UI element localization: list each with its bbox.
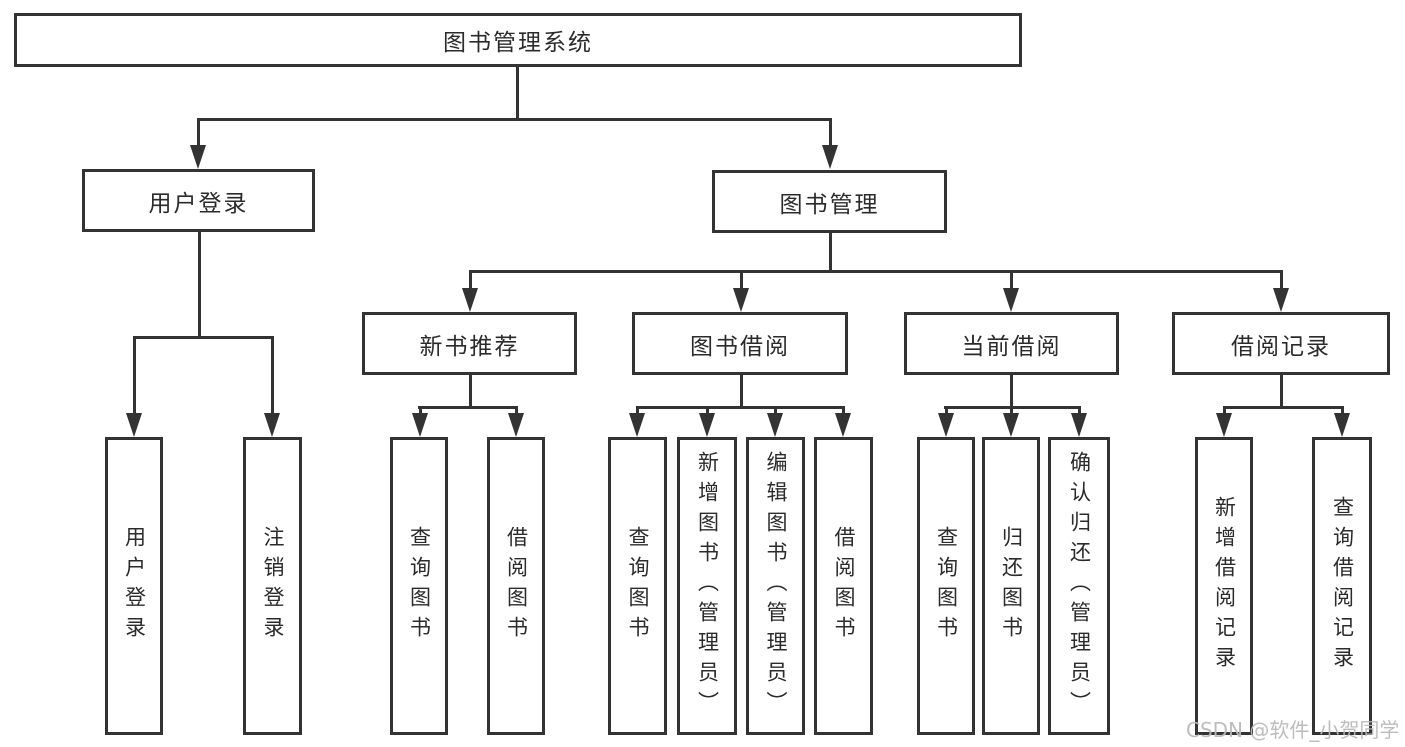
node-book-management-label: 图书管理: [779, 191, 880, 218]
arrowhead-down-icon: [767, 413, 783, 437]
leaf-borrowing-add-books-admin-label: 新增图书（管理员）: [695, 451, 720, 721]
node-new-book-recommend-label: 新书推荐: [419, 333, 520, 360]
arrowhead-down-icon: [190, 145, 206, 169]
arrowhead-down-icon: [126, 413, 142, 437]
connector-vline: [469, 270, 472, 288]
connector-vline: [706, 406, 709, 413]
node-book-management: 图书管理: [712, 170, 947, 233]
leaf-borrowing-edit-books-admin: 编辑图书（管理员）: [746, 437, 805, 735]
node-book-borrowing-label: 图书借阅: [690, 333, 790, 360]
leaf-newbook-borrow-books: 借阅图书: [487, 437, 545, 735]
connector-vline: [740, 375, 743, 408]
connector-vline: [636, 406, 639, 413]
connector-vline: [516, 67, 519, 120]
connector-vline: [774, 406, 777, 413]
connector-vline: [829, 233, 832, 272]
connector-hline: [469, 270, 1283, 273]
connector-hline: [636, 406, 845, 409]
connector-vline: [842, 406, 845, 413]
arrowhead-down-icon: [1273, 288, 1289, 312]
connector-vline: [1223, 406, 1226, 413]
leaf-borrowing-query-books: 查询图书: [608, 437, 667, 735]
arrowhead-down-icon: [629, 413, 645, 437]
connector-vline: [271, 336, 274, 413]
node-library-system-label: 图书管理系统: [443, 30, 593, 56]
node-user-login-group-label: 用户登录: [148, 190, 249, 217]
arrowhead-down-icon: [1071, 413, 1087, 437]
leaf-user-login-label: 用户登录: [122, 526, 147, 646]
leaf-records-add-record-label: 新增借阅记录: [1212, 496, 1237, 676]
connector-vline: [740, 270, 743, 288]
connector-vline: [1078, 406, 1081, 413]
leaf-records-query-record: 查询借阅记录: [1312, 437, 1372, 735]
arrowhead-down-icon: [508, 413, 524, 437]
arrowhead-down-icon: [822, 145, 838, 169]
leaf-current-query-books-label: 查询图书: [934, 526, 959, 646]
arrowhead-down-icon: [938, 413, 954, 437]
node-borrowing-records-label: 借阅记录: [1231, 333, 1331, 360]
leaf-borrowing-borrow-books-label: 借阅图书: [832, 526, 856, 646]
connector-vline: [1010, 375, 1013, 408]
leaf-newbook-borrow-books-label: 借阅图书: [504, 526, 529, 646]
connector-vline: [419, 406, 422, 413]
connector-vline: [1280, 375, 1283, 408]
node-library-system: 图书管理系统: [14, 13, 1022, 67]
connector-vline: [829, 118, 832, 145]
connector-vline: [515, 406, 518, 413]
arrowhead-down-icon: [412, 413, 428, 437]
leaf-newbook-query-books-label: 查询图书: [407, 526, 432, 646]
arrowhead-down-icon: [264, 413, 280, 437]
leaf-logout: 注销登录: [243, 437, 302, 735]
arrowhead-down-icon: [1216, 413, 1232, 437]
leaf-current-query-books: 查询图书: [917, 437, 975, 735]
node-borrowing-records: 借阅记录: [1172, 312, 1390, 375]
connector-vline: [197, 118, 200, 145]
arrowhead-down-icon: [1003, 288, 1019, 312]
node-book-borrowing: 图书借阅: [632, 312, 848, 375]
connector-vline: [1010, 406, 1013, 413]
arrowhead-down-icon: [1334, 413, 1350, 437]
arrowhead-down-icon: [1003, 413, 1019, 437]
arrowhead-down-icon: [733, 288, 749, 312]
node-user-login-group: 用户登录: [82, 169, 315, 232]
connector-hline: [1223, 406, 1344, 409]
leaf-current-return-books-label: 归还图书: [999, 526, 1024, 646]
leaf-records-query-record-label: 查询借阅记录: [1330, 496, 1355, 676]
node-current-borrowing-label: 当前借阅: [961, 333, 1062, 360]
arrowhead-down-icon: [462, 288, 478, 312]
connector-hline: [133, 336, 274, 339]
leaf-current-confirm-return-admin-label: 确认归还（管理员）: [1067, 451, 1092, 721]
connector-vline: [469, 375, 472, 408]
arrowhead-down-icon: [699, 413, 715, 437]
connector-hline: [197, 118, 831, 121]
node-current-borrowing: 当前借阅: [904, 312, 1119, 375]
arrowhead-down-icon: [835, 413, 851, 437]
leaf-borrowing-add-books-admin: 新增图书（管理员）: [677, 437, 737, 735]
leaf-current-return-books: 归还图书: [982, 437, 1040, 735]
connector-vline: [1010, 270, 1013, 288]
leaf-borrowing-query-books-label: 查询图书: [626, 526, 650, 646]
leaf-user-login: 用户登录: [105, 437, 163, 735]
connector-vline: [1341, 406, 1344, 413]
connector-vline: [133, 336, 136, 413]
connector-vline: [1280, 270, 1283, 288]
connector-vline: [198, 232, 201, 338]
leaf-borrowing-edit-books-admin-label: 编辑图书（管理员）: [764, 451, 788, 721]
connector-vline: [945, 406, 948, 413]
leaf-newbook-query-books: 查询图书: [390, 437, 448, 735]
connector-hline: [418, 406, 518, 409]
leaf-borrowing-borrow-books: 借阅图书: [814, 437, 873, 735]
leaf-logout-label: 注销登录: [261, 526, 285, 646]
node-new-book-recommend: 新书推荐: [362, 312, 577, 375]
leaf-current-confirm-return-admin: 确认归还（管理员）: [1048, 437, 1110, 735]
leaf-records-add-record: 新增借阅记录: [1195, 437, 1253, 735]
